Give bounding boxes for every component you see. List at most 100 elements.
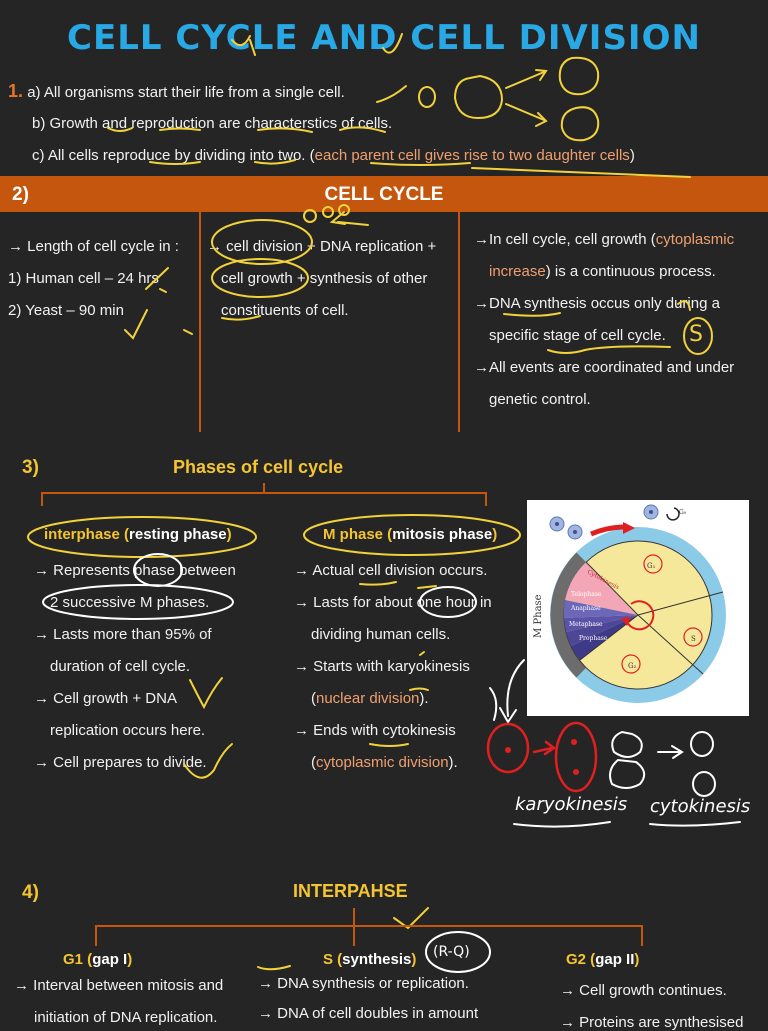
mphase-point-5: (nuclear division). — [311, 690, 429, 707]
interphase-section-number: 4) — [22, 882, 39, 903]
column-divider-1 — [199, 212, 201, 432]
intro-line-b: b) Growth and reproduction are character… — [32, 115, 393, 132]
progress-arrowhead — [623, 522, 635, 534]
mphase-open-1: ( — [311, 690, 316, 707]
intro-c-main: c) All cells reproduce by dividing into … — [32, 147, 315, 164]
g1-point-1: → Interval between mitosis and — [14, 977, 224, 994]
cycle-note-4: specific stage of cell cycle. — [489, 327, 666, 344]
intro-line-a: 1. a) All organisms start their life fro… — [8, 81, 345, 102]
label-prophase: Prophase — [579, 635, 608, 642]
g1-point-2: initiation of DNA replication. — [34, 1009, 218, 1026]
anaphase-slice — [564, 615, 638, 632]
mphase-point-2: → Lasts for about one hour in — [294, 594, 492, 611]
cycle-length-heading: → Length of cell cycle in : — [8, 238, 179, 255]
cytokinesis-slice — [565, 562, 638, 615]
g2-heading: G2 (gap II) — [566, 951, 639, 968]
telophase-slice — [563, 600, 638, 618]
interphase-heading: interphase (resting phase) — [44, 526, 232, 543]
mphase-point-6: → Ends with cytokinesis — [294, 722, 456, 739]
s-end: ) — [411, 951, 417, 968]
intro-c-end: ) — [629, 147, 635, 164]
cell-cycle-number: 2) — [12, 184, 29, 205]
mphase-sub: mitosis phase — [392, 526, 493, 543]
interphase-sub: resting phase — [129, 526, 227, 543]
intro-a-text: a) All organisms start their life from a… — [27, 84, 345, 101]
interphase-point-2: 2 successive M phases. — [50, 594, 210, 611]
label-g2: G₂ — [628, 662, 637, 670]
mphase-end: ) — [492, 526, 498, 543]
prophase-slice — [571, 615, 638, 660]
s-label: S ( — [323, 951, 343, 968]
mphase-point-4: → Starts with karyokinesis — [294, 658, 470, 675]
g2-point-2: → Proteins are synthesised — [560, 1014, 744, 1031]
cycle-length-human: 1) Human cell – 24 hrs — [8, 270, 159, 287]
interphase-point-5: → Cell growth + DNA — [34, 690, 177, 707]
column-divider-2 — [458, 212, 460, 432]
cell-cycle-banner — [0, 176, 768, 212]
cycle-note-1: →In cell cycle, cell growth (cytoplasmic — [474, 231, 734, 248]
mphase-open-2: ( — [311, 754, 316, 771]
label-s: S — [691, 635, 696, 643]
cycle-components-3: constituents of cell. — [221, 302, 349, 319]
cycle-note-2a: increase — [489, 263, 546, 280]
label-g1: G₁ — [647, 562, 656, 570]
mphase-heading: M phase (mitosis phase) — [323, 526, 497, 543]
cycle-components-1: → cell division + DNA replication + — [207, 238, 437, 255]
metaphase-slice — [566, 615, 638, 646]
cycle-note-1a: →In cell cycle, cell growth ( — [474, 231, 656, 248]
interphase-point-3: → Lasts more than 95% of — [34, 626, 212, 643]
cell-cycle-title: CELL CYCLE — [324, 184, 444, 205]
interphase-point-7: → Cell prepares to divide. — [34, 754, 207, 771]
s-heading: S (synthesis) — [323, 951, 416, 968]
label-anaphase: Anaphase — [570, 605, 601, 612]
label-telophase: Telophase — [571, 591, 602, 598]
phases-number: 3) — [22, 457, 39, 478]
mphase-point-3: dividing human cells. — [311, 626, 451, 643]
intro-line-c: c) All cells reproduce by dividing into … — [32, 147, 635, 164]
intro-c-orange: each parent cell gives rise to two daugh… — [314, 147, 630, 164]
s-point-2: → DNA of cell doubles in amount — [258, 1005, 479, 1022]
g1-sub: gap I — [92, 951, 128, 968]
label-metaphase: Metaphase — [569, 621, 603, 628]
mphase-cyto: cytoplasmic division — [316, 754, 449, 771]
g2-point-1: → Cell growth continues. — [560, 982, 727, 999]
intro-number: 1. — [8, 81, 24, 101]
phases-title: Phases of cell cycle — [173, 457, 344, 477]
g2-label: G2 ( — [566, 951, 596, 968]
cycle-note-2: increase) is a continuous process. — [489, 263, 716, 280]
s-annotation: (R-Q) — [433, 944, 470, 960]
progress-arrow — [590, 524, 624, 537]
interphase-point-4: duration of cell cycle. — [50, 658, 191, 675]
handwritten-karyokinesis: karyokinesis — [515, 794, 627, 815]
mphase-close-1: ). — [419, 690, 429, 707]
mphase-nuclear: nuclear division — [316, 690, 420, 707]
handwritten-cytokinesis: cytokinesis — [650, 796, 750, 817]
mphase-point-7: (cytoplasmic division). — [311, 754, 458, 771]
mphase-close-2: ). — [448, 754, 458, 771]
cycle-components-2: cell growth + synthesis of other — [221, 270, 428, 287]
g1-end: ) — [127, 951, 133, 968]
page-title: CELL CYCLE AND CELL DIVISION — [67, 18, 701, 58]
g2-sub: gap II — [595, 951, 635, 968]
s-point-1: → DNA synthesis or replication. — [258, 975, 469, 992]
cycle-note-5: →All events are coordinated and under — [474, 359, 735, 376]
cycle-note-1b: cytoplasmic — [655, 231, 735, 248]
g2-end: ) — [634, 951, 640, 968]
cell-cycle-diagram: M Phase Cytokinesis Telophase Anaphase M… — [527, 500, 749, 716]
cycle-note-3: →DNA synthesis occus only during a — [474, 295, 720, 312]
annotation-s: S — [689, 322, 703, 347]
interphase-label: interphase ( — [44, 526, 130, 543]
mphase-label: M phase ( — [323, 526, 393, 543]
interphase-point-6: replication occurs here. — [50, 722, 206, 739]
label-g0: G₀ — [679, 509, 687, 516]
interphase-end: ) — [226, 526, 232, 543]
m-phase-side-label: M Phase — [533, 594, 544, 638]
g1-label: G1 ( — [63, 951, 93, 968]
g1-heading: G1 (gap I) — [63, 951, 132, 968]
cycle-note-2b: ) is a continuous process. — [545, 263, 716, 280]
cycle-length-yeast: 2) Yeast – 90 min — [8, 302, 124, 319]
s-sub: synthesis — [342, 951, 412, 968]
interphase-section-title: INTERPAHSE — [293, 881, 408, 901]
mphase-point-1: → Actual cell division occurs. — [294, 562, 488, 579]
interphase-point-1: → Represents phase between — [34, 562, 236, 579]
